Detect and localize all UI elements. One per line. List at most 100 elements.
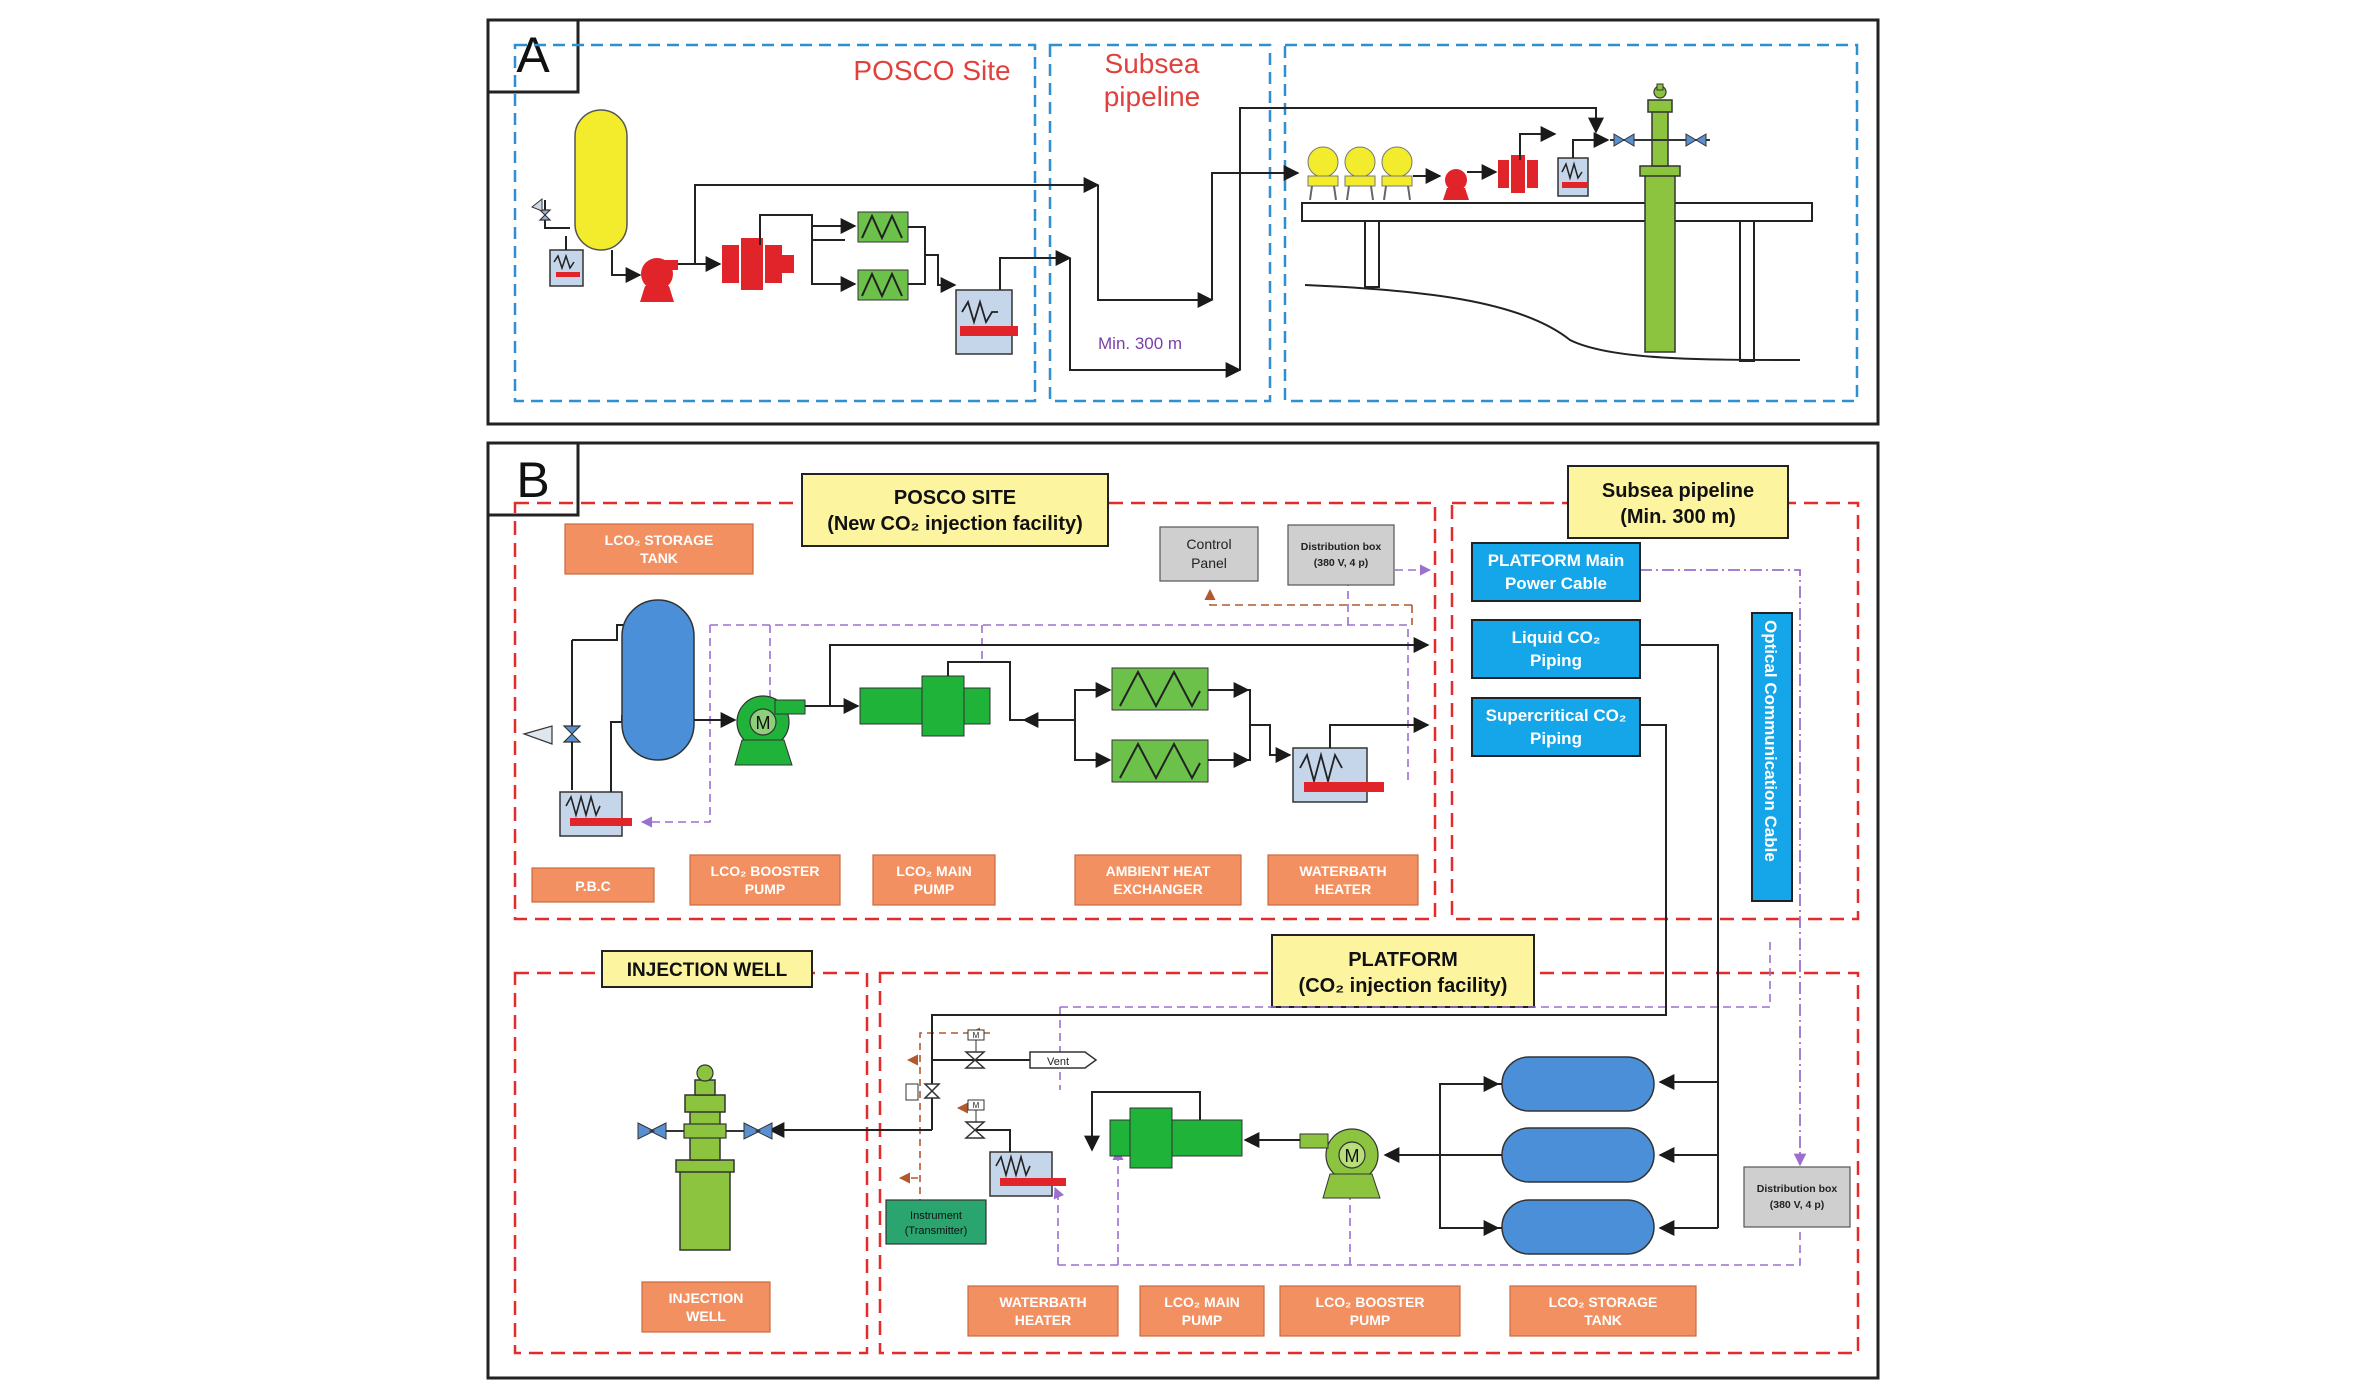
label-waterbath-top-line2: HEATER (1315, 881, 1372, 897)
label-main-pump-top-line1: LCO₂ MAIN (896, 863, 971, 879)
liquid-piping-line2: Piping (1530, 651, 1582, 670)
label-injection-well-line1: INJECTION (669, 1290, 744, 1306)
optical-cable-label: Optical Communication Cable (1761, 620, 1780, 862)
vent-valve-b-icon (562, 725, 582, 743)
label-waterbath-bottom (967, 1285, 1119, 1337)
platform-title-line2: (CO₂ injection facility) (1299, 975, 1508, 997)
label-lco2-storage-tank (564, 523, 754, 575)
label-waterbath-bottom-line2: HEATER (1015, 1312, 1072, 1328)
distribution-box-bottom-line2: (380 V, 4 p) (1770, 1199, 1824, 1211)
panel-b: B POSCO SITE (New CO₂ injection facility… (486, 441, 1880, 1380)
instrument-line1: Instrument (910, 1210, 962, 1222)
distribution-box-top-line1: Distribution box (1301, 541, 1382, 553)
platform-tanks-icon (1307, 146, 1413, 201)
posco-site-title-line2: (New CO₂ injection facility) (827, 513, 1083, 535)
distribution-box-bottom-line1: Distribution box (1757, 1183, 1838, 1195)
subsea-title-box (1567, 465, 1789, 539)
posco-site-title: POSCO Site (853, 55, 1010, 86)
injection-well-title-box (601, 950, 813, 988)
label-booster-pump-top-line1: LCO₂ BOOSTER (711, 863, 820, 879)
instrument-transmitter-box (885, 1199, 987, 1245)
waterbath-heater-icon (955, 289, 1013, 355)
storage-tank-icon (574, 109, 628, 251)
label-booster-pump-top-line2: PUMP (745, 881, 785, 897)
platform-deck (1301, 202, 1813, 222)
label-storage-tank-bottom-line1: LCO₂ STORAGE (1549, 1294, 1658, 1310)
label-ambient-hx (1074, 854, 1242, 906)
vent-nozzle-icon (531, 197, 543, 212)
platform-tank-1-icon (1501, 1056, 1655, 1112)
distribution-box-bottom (1743, 1166, 1851, 1228)
vent-nozzle-b-icon (522, 725, 553, 745)
label-booster-pump-bottom-line2: PUMP (1350, 1312, 1390, 1328)
label-lco2-storage-tank-line2: TANK (640, 550, 678, 566)
supercritical-piping-line1: Supercritical CO₂ (1486, 706, 1627, 725)
label-storage-tank-bottom (1509, 1285, 1697, 1337)
control-panel-box (1159, 526, 1259, 582)
label-waterbath-top (1267, 854, 1419, 906)
control-panel-line1: Control (1186, 536, 1231, 552)
label-ambient-hx-line1: AMBIENT HEAT (1106, 863, 1211, 879)
subsea-title-line1: Subsea (1105, 48, 1200, 79)
supercritical-piping-line2: Piping (1530, 729, 1582, 748)
posco-site-region-b (513, 501, 1437, 921)
injection-actuator-tag: M (973, 1101, 980, 1110)
vent-valve-icon (538, 209, 552, 221)
platform-region (1283, 43, 1859, 403)
platform-power-line2: Power Cable (1505, 574, 1607, 593)
vent-valve-platform-icon (964, 1051, 986, 1069)
distribution-box-top-line2: (380 V, 4 p) (1314, 557, 1368, 569)
liquid-piping-box (1471, 619, 1641, 679)
platform-power-cable-box (1471, 542, 1641, 602)
platform-title-line1: PLATFORM (1348, 949, 1458, 971)
min-distance-label: Min. 300 m (1098, 334, 1182, 353)
posco-site-title-line1: POSCO SITE (894, 487, 1016, 509)
panel-b-letter: B (516, 452, 549, 508)
orange-labels: LCO₂ STORAGE TANK P.B.C LCO₂ BOOSTER PUM… (531, 523, 1697, 1337)
label-waterbath-top-line1: WATERBATH (1299, 863, 1386, 879)
label-booster-pump-bottom-line1: LCO₂ BOOSTER (1316, 1294, 1425, 1310)
power-cable-line (1640, 569, 1807, 1167)
panel-a: A POSCO Site Subsea pipeline (486, 18, 1880, 426)
label-main-pump-top-line2: PUMP (914, 881, 954, 897)
platform-title-box (1271, 934, 1535, 1008)
label-injection-well (641, 1281, 771, 1333)
wellhead-icon (1610, 83, 1710, 353)
subsea-title-line2: pipeline (1104, 81, 1201, 112)
label-lco2-storage-tank-line1: LCO₂ STORAGE (605, 532, 714, 548)
subsea-title-b-line2: (Min. 300 m) (1620, 506, 1736, 528)
platform-tank-3-icon (1501, 1199, 1655, 1255)
label-storage-tank-bottom-line2: TANK (1584, 1312, 1622, 1328)
injection-valve-icon (964, 1121, 986, 1139)
seabed-line (1304, 284, 1801, 361)
platform-booster-pump-icon (1445, 169, 1467, 191)
label-pbc-text: P.B.C (575, 878, 611, 894)
vent-box (1029, 1051, 1098, 1069)
platform-tank-2-icon (1501, 1127, 1655, 1183)
control-signal-line (1204, 588, 1412, 606)
platform-power-line1: PLATFORM Main (1488, 551, 1625, 570)
injection-wellhead-icon (637, 1064, 773, 1251)
subsea-title-b-line1: Subsea pipeline (1602, 480, 1754, 502)
isolation-valve-icon (923, 1083, 941, 1099)
label-main-pump-top (872, 854, 996, 906)
label-main-pump-bottom-line2: PUMP (1182, 1312, 1222, 1328)
distribution-box-top (1287, 524, 1395, 586)
vent-label: Vent (1047, 1056, 1069, 1068)
label-pbc (531, 867, 655, 903)
label-booster-pump-bottom (1279, 1285, 1461, 1337)
supercritical-piping-box (1471, 697, 1641, 757)
liquid-piping-line1: Liquid CO₂ (1512, 628, 1601, 647)
control-panel-line2: Panel (1191, 555, 1227, 571)
subsea-region (1048, 43, 1272, 403)
label-ambient-hx-line2: EXCHANGER (1113, 881, 1202, 897)
instrument-line2: (Transmitter) (905, 1225, 968, 1237)
label-injection-well-line2: WELL (686, 1308, 726, 1324)
booster-pump-b-letter: M (756, 713, 771, 733)
label-main-pump-bottom-line1: LCO₂ MAIN (1164, 1294, 1239, 1310)
signal-lines (640, 564, 1801, 1266)
platform-heater-icon (1557, 157, 1589, 197)
label-main-pump-bottom (1139, 1285, 1265, 1337)
